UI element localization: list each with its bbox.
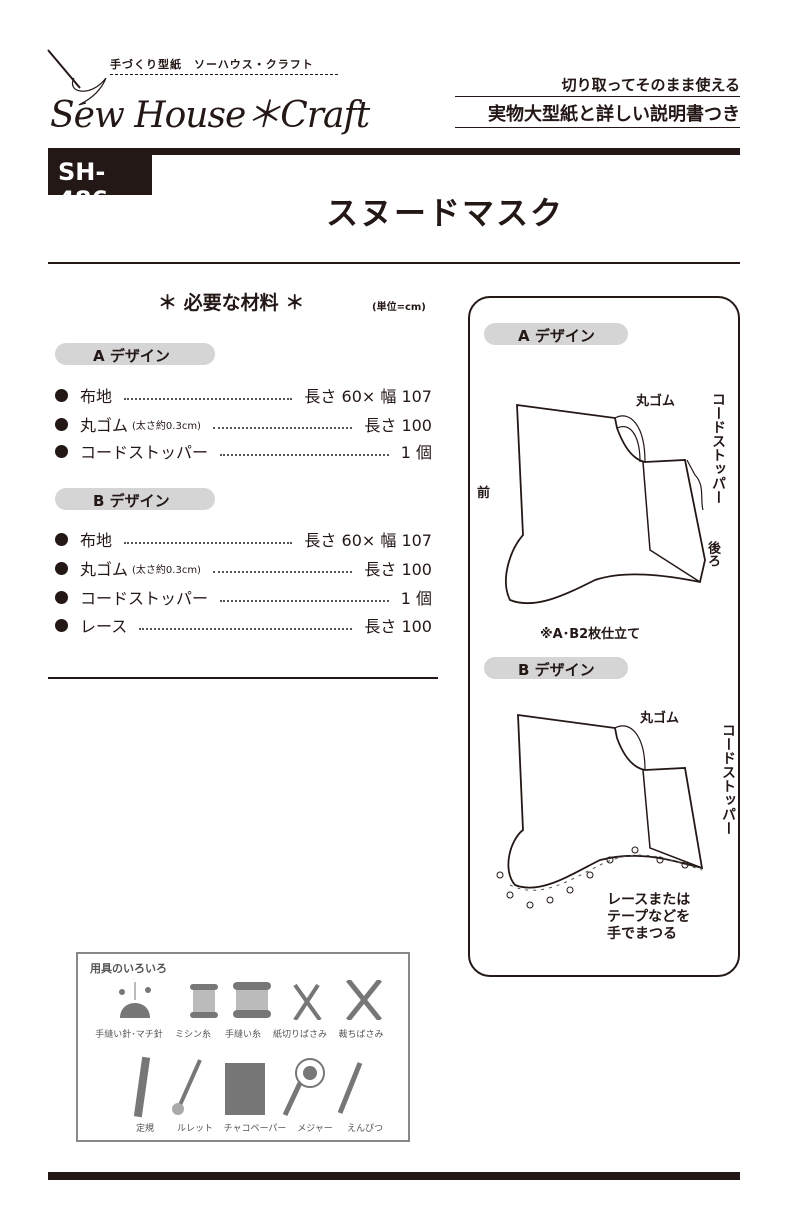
material-row: 布地 長さ 60× 幅 107 (55, 383, 432, 407)
bullet-icon (55, 590, 68, 604)
snood-mask-a-illustration (505, 403, 706, 605)
pencil-icon (337, 1062, 363, 1114)
elastic-label: 丸ゴム (636, 394, 676, 409)
divider (48, 677, 438, 679)
product-code: SH-486 (48, 148, 152, 214)
snood-mask-b-illustration (496, 713, 704, 909)
materials-heading: ＊ 必要な材料 ＊ (158, 292, 305, 314)
construction-note: ※A･B2枚仕立て (540, 627, 641, 642)
tools-row1-labels: 手縫い針･マチ針 ミシン糸 手縫い糸 紙切りばさみ 裁ちばさみ (90, 1027, 390, 1040)
cord-stopper-label-b: コードストッパー (720, 723, 736, 835)
material-value: 長さ 60× 幅 107 (304, 531, 432, 550)
illustration-panel (468, 296, 740, 977)
tool-label: 紙切りばさみ (272, 1030, 327, 1040)
tools-box (76, 952, 410, 1142)
brand-tagline: 手づくり型紙 ソーハウス・クラフト (110, 58, 314, 71)
tape-measure-icon (282, 1058, 325, 1117)
tool-label: 手縫い針･マチ針 (95, 1030, 163, 1040)
material-value: 1 個 (400, 443, 432, 462)
material-name: 丸ゴム (80, 560, 129, 579)
tools-row2-icons (133, 1056, 363, 1118)
material-row: コードストッパー 1 個 (55, 439, 432, 463)
tool-label: メジャー (297, 1124, 333, 1134)
tool-label: ミシン糸 (174, 1030, 211, 1040)
tracing-wheel-icon (172, 1059, 202, 1115)
paper-scissors-icon (293, 983, 322, 1020)
divider (455, 127, 740, 128)
tool-label: えんぴつ (346, 1124, 383, 1134)
brand-logo: Sew House＊Craft (50, 95, 370, 136)
chalk-paper-icon (225, 1063, 265, 1115)
tool-label: 手縫い糸 (224, 1030, 261, 1040)
needle-logo-icon (47, 49, 107, 106)
machine-thread-icon (190, 984, 218, 1018)
tool-label: チャコペーパー (223, 1124, 287, 1134)
material-row: 丸ゴム(太さ約0.3cm) 長さ 100 (55, 556, 432, 580)
bullet-icon (55, 444, 68, 458)
material-note: (太さ約0.3cm) (132, 420, 201, 432)
unit-label: (単位=cm) (372, 302, 426, 313)
material-note: (太さ約0.3cm) (132, 564, 201, 576)
material-value: 長さ 100 (364, 617, 432, 636)
lace-note: レースまたは テープなどを 手でまつる (607, 892, 690, 943)
divider (455, 96, 740, 97)
divider (48, 262, 740, 264)
material-row: 布地 長さ 60× 幅 107 (55, 527, 432, 551)
bullet-icon (55, 618, 68, 632)
material-value: 1 個 (400, 589, 432, 608)
tool-label: 定規 (135, 1124, 154, 1134)
material-value: 長さ 60× 幅 107 (304, 387, 432, 406)
hand-thread-icon (233, 982, 271, 1018)
material-name: 布地 (80, 531, 113, 550)
tools-row2-labels: 定規 ルレット チャコペーパー メジャー えんぴつ (120, 1121, 390, 1134)
bullet-icon (55, 388, 68, 402)
front-label: 前 (477, 486, 491, 501)
promo-line-1: 切り取ってそのまま使える (561, 76, 740, 94)
material-name: コードストッパー (80, 589, 209, 608)
design-a-label: A デザイン (55, 343, 215, 365)
bullet-icon (55, 561, 68, 575)
header-bar (48, 148, 740, 155)
material-name: 布地 (80, 387, 113, 406)
tools-row1-icons (119, 980, 382, 1020)
lace-note-line: テープなどを (607, 909, 691, 925)
ruler-icon (133, 1056, 151, 1118)
illus-b-label: B デザイン (484, 657, 628, 679)
tools-title: 用具のいろいろ (90, 962, 167, 975)
cord-stopper-label: コードストッパー (710, 392, 726, 504)
material-name: 丸ゴム (80, 416, 129, 435)
bullet-icon (55, 532, 68, 546)
pincushion-icon (119, 982, 151, 1018)
material-row: コードストッパー 1 個 (55, 585, 432, 609)
bullet-icon (55, 417, 68, 431)
material-value: 長さ 100 (364, 416, 432, 435)
material-row: レース 長さ 100 (55, 613, 432, 637)
fabric-scissors-icon (346, 980, 382, 1020)
divider (110, 74, 338, 75)
page-title: スヌードマスク (325, 194, 564, 232)
lace-note-line: レースまたは (607, 892, 691, 908)
design-b-label: B デザイン (55, 488, 215, 510)
illus-a-label: A デザイン (484, 323, 628, 345)
tool-label: 裁ちばさみ (338, 1030, 384, 1040)
material-name: レース (80, 617, 128, 636)
lace-note-line: 手でまつる (607, 926, 677, 942)
material-name: コードストッパー (80, 443, 209, 462)
promo-line-2: 実物大型紙と詳しい説明書つき (488, 104, 740, 125)
material-row: 丸ゴム(太さ約0.3cm) 長さ 100 (55, 412, 432, 436)
back-label: 後ろ (705, 541, 720, 567)
material-value: 長さ 100 (364, 560, 432, 579)
elastic-label-b: 丸ゴム (640, 711, 680, 726)
footer-bar (48, 1172, 740, 1180)
tool-label: ルレット (176, 1124, 213, 1134)
